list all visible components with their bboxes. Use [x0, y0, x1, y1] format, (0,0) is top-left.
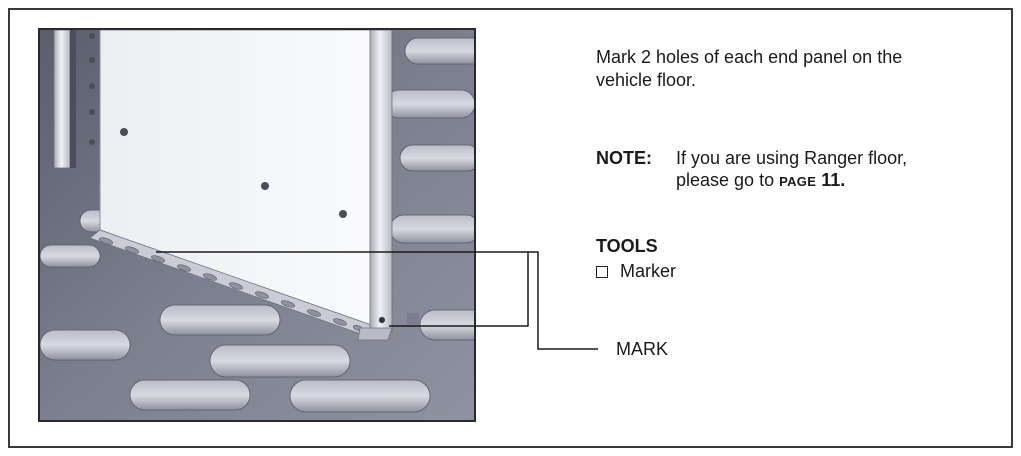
- flange-slot: [151, 255, 165, 263]
- floor-rib: [129, 379, 251, 411]
- mark-callout-label: MARK: [616, 339, 669, 359]
- instruction-line-2: vehicle floor.: [596, 70, 697, 90]
- flange-slot: [255, 291, 269, 299]
- flange-slot: [281, 300, 295, 308]
- instruction-text: Mark 2 holes of each end panel on the ve…: [596, 46, 976, 92]
- lower-leader-line: [389, 252, 529, 327]
- mark-hole: [378, 316, 386, 324]
- floor-ribs: [40, 37, 474, 413]
- panel-hole: [89, 109, 95, 115]
- flange-slot: [307, 309, 321, 317]
- illustration-drawing: [40, 30, 474, 420]
- tools-item-marker: Marker: [596, 261, 676, 282]
- floor-mark-spot: [407, 313, 419, 325]
- flange-slot: [99, 237, 113, 245]
- flange-slot: [229, 282, 243, 290]
- floor-rib: [399, 144, 474, 172]
- upper-leader-line: [156, 251, 598, 350]
- floor-rib: [159, 304, 281, 336]
- panel-hole: [89, 139, 95, 145]
- instruction-line-1: Mark 2 holes of each end panel on the: [596, 47, 903, 67]
- floor-rib: [40, 244, 101, 268]
- panel-hole: [89, 33, 95, 39]
- panel-holes: [89, 33, 347, 218]
- panel-hole: [89, 57, 95, 63]
- floor-rib: [404, 37, 474, 65]
- flange-slots: [99, 237, 364, 332]
- flange-slot: [333, 318, 347, 326]
- tools-heading: TOOLS: [596, 236, 658, 256]
- flange-slot: [177, 264, 191, 272]
- panel-hole: [339, 210, 347, 218]
- corner-post-foot: [357, 327, 393, 341]
- floor-rib: [289, 379, 431, 413]
- panel-hole: [120, 128, 128, 136]
- end-panel-illustration: [38, 28, 476, 422]
- panel-hole: [261, 182, 269, 190]
- floor-rib: [419, 309, 474, 341]
- page-reference-number: 11.: [821, 170, 846, 190]
- page-reference-label: PAGE: [779, 174, 817, 189]
- checkbox-icon: [596, 266, 608, 278]
- note-line-2: please go to PAGE 11.: [676, 170, 845, 192]
- left-rail-shadow: [70, 30, 76, 168]
- flange-slot: [203, 273, 217, 281]
- note-line-2-prefix: please go to: [676, 170, 775, 190]
- note-line-1: If you are using Ranger floor,: [676, 148, 908, 168]
- floor-rib: [209, 344, 351, 378]
- note-label: NOTE:: [596, 148, 652, 168]
- floor-rib: [40, 329, 131, 361]
- tools-item-label: Marker: [620, 261, 677, 281]
- instruction-frame: [8, 8, 1013, 448]
- flange-slot: [125, 246, 139, 254]
- panel-hole: [89, 83, 95, 89]
